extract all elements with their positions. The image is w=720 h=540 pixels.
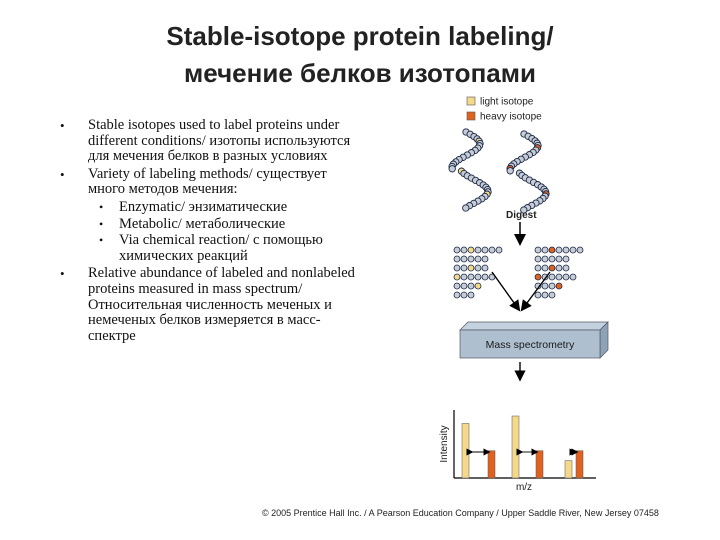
copyright-notice: © 2005 Prentice Hall Inc. / A Pearson Ed…: [262, 508, 659, 518]
peptide-bead: [488, 246, 496, 254]
peptide-bead: [460, 273, 468, 281]
peptide-bead: [467, 255, 475, 263]
bullet-list: Stable isotopes used to label proteins u…: [58, 117, 358, 346]
digest-label: Digest: [506, 210, 537, 221]
spectrum-bars: [461, 415, 584, 479]
peptide-bead: [569, 273, 577, 281]
right-converge-arrow: [520, 271, 551, 312]
peptide-bead: [474, 282, 482, 290]
peptide-bead: [548, 291, 556, 299]
peptide-bead: [548, 273, 556, 281]
peptide-bead: [474, 246, 482, 254]
peptide-bead: [548, 282, 556, 290]
legend-light-label: light isotope: [480, 97, 534, 108]
peptide-bead: [481, 264, 489, 272]
peptide-bead: [534, 255, 542, 263]
peptide-bead: [555, 282, 563, 290]
peptide-bead: [453, 282, 461, 290]
bullet-text: Relative abundance of labeled and nonlab…: [88, 265, 355, 344]
peptide-bead: [548, 246, 556, 254]
peptide-bead: [534, 246, 542, 254]
peptide-bead: [569, 246, 577, 254]
peptide-bead: [555, 255, 563, 263]
peptide-bead: [453, 264, 461, 272]
peptide-fragments: [453, 246, 584, 299]
peptide-bead: [541, 246, 549, 254]
peptide-bead: [460, 282, 468, 290]
protein-chains: [448, 128, 550, 214]
peptide-bead: [541, 273, 549, 281]
slide-title: Stable-isotope protein labeling/ мечение…: [0, 18, 720, 92]
peptide-bead: [541, 291, 549, 299]
peptide-bead: [460, 246, 468, 254]
peptide-bead: [474, 264, 482, 272]
heavy-isotope-bar: [535, 450, 544, 479]
title-line-russian: мечение белков изотопами: [184, 58, 536, 88]
amino-acid-bead: [520, 206, 528, 214]
title-line-english: Stable-isotope protein labeling/: [166, 21, 554, 51]
light-isotope-bar: [511, 415, 520, 479]
peptide-bead: [541, 282, 549, 290]
heavy-isotope-swatch: [466, 111, 476, 121]
labeling-figure: light isotope heavy isotope Digest Mass …: [439, 96, 609, 493]
light-isotope-bar: [461, 423, 470, 479]
peptide-bead: [534, 291, 542, 299]
peptide-bead: [576, 246, 584, 254]
heavy-isotope-bar: [487, 450, 496, 479]
sub-bullet-list: Enzymatic/ энзиматические Metabolic/ мет…: [88, 199, 358, 264]
peptide-bead: [495, 246, 503, 254]
amino-acid-bead: [506, 167, 514, 175]
peptide-bead: [453, 255, 461, 263]
peptide-bead: [562, 255, 570, 263]
peptide-bead: [460, 291, 468, 299]
bullet-text: Variety of labeling methods/ существует …: [88, 165, 327, 198]
peptide-bead: [548, 255, 556, 263]
bullet-item-isotopes: Stable isotopes used to label proteins u…: [58, 117, 358, 165]
peptide-bead: [541, 255, 549, 263]
peptide-bead: [481, 246, 489, 254]
light-isotope-bar: [564, 460, 573, 479]
peptide-bead: [467, 264, 475, 272]
peptide-bead: [453, 291, 461, 299]
mass-spectrometer-box: Mass spectrometry: [459, 321, 609, 359]
amino-acid-bead: [462, 204, 470, 212]
peptide-bead: [562, 273, 570, 281]
peptide-bead: [460, 264, 468, 272]
peptide-bead: [481, 273, 489, 281]
sub-bullet-chemical: Via chemical reaction/ с помощью химичес…: [88, 232, 358, 264]
left-converge-arrow: [491, 271, 521, 312]
y-axis-label: Intensity: [439, 425, 450, 462]
peptide-bead: [474, 255, 482, 263]
peptide-bead: [541, 264, 549, 272]
heavy-isotope-bar: [575, 450, 584, 479]
light-isotope-swatch: [466, 96, 476, 106]
peptide-bead: [555, 264, 563, 272]
peptide-bead: [534, 273, 542, 281]
amino-acid-bead: [448, 165, 456, 173]
sub-bullet-metabolic: Metabolic/ метаболические: [88, 216, 358, 233]
peptide-bead: [474, 273, 482, 281]
peptide-bead: [467, 246, 475, 254]
peptide-bead: [562, 246, 570, 254]
peptide-bead: [467, 291, 475, 299]
bullet-item-methods: Variety of labeling methods/ существует …: [58, 165, 358, 265]
peptide-bead: [481, 255, 489, 263]
mass-spectrometry-label: Mass spectrometry: [486, 339, 575, 351]
peptide-bead: [562, 264, 570, 272]
peptide-bead: [555, 273, 563, 281]
x-axis-label: m/z: [516, 482, 532, 493]
peptide-bead: [453, 246, 461, 254]
peptide-bead: [534, 264, 542, 272]
peptide-bead: [555, 246, 563, 254]
sub-bullet-enzymatic: Enzymatic/ энзиматические: [88, 199, 358, 216]
peptide-bead: [460, 255, 468, 263]
peptide-bead: [548, 264, 556, 272]
peptide-bead: [467, 282, 475, 290]
peptide-bead: [453, 273, 461, 281]
bullet-text: Stable isotopes used to label proteins u…: [88, 117, 351, 165]
peptide-bead: [467, 273, 475, 281]
bullet-item-abundance: Relative abundance of labeled and nonlab…: [58, 266, 358, 344]
legend-heavy-label: heavy isotope: [480, 112, 542, 123]
